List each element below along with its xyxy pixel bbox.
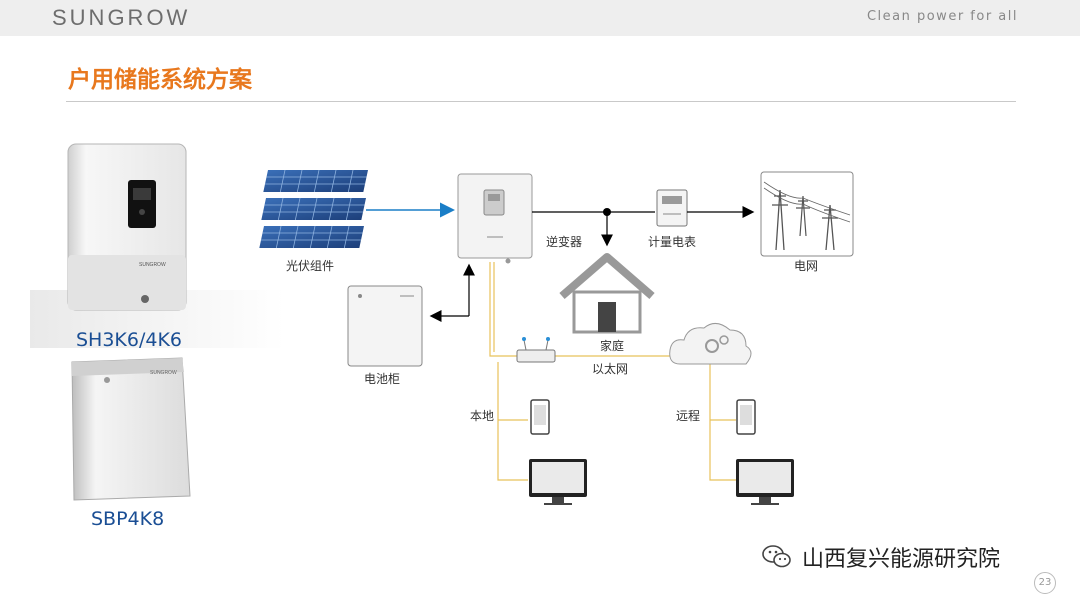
grid-icon bbox=[760, 171, 854, 257]
inverter-label: 逆变器 bbox=[546, 235, 583, 249]
inverter-product-image: SUNGROW bbox=[67, 143, 187, 311]
watermark-text: 山西复兴能源研究院 bbox=[802, 547, 1001, 572]
svg-text:SUNGROW: SUNGROW bbox=[150, 370, 177, 376]
battery-product-image: SUNGROW bbox=[71, 357, 191, 501]
home-icon bbox=[559, 253, 655, 334]
sungrow-logo: SUNGROW bbox=[52, 5, 191, 30]
svg-text:SUNGROW: SUNGROW bbox=[139, 262, 166, 268]
page-number: 23 bbox=[1034, 572, 1056, 594]
remote-phone-icon bbox=[736, 399, 756, 435]
pv-modules bbox=[259, 170, 368, 248]
battery-label: 电池柜 bbox=[364, 372, 401, 386]
remote-monitor-icon bbox=[736, 459, 794, 505]
tagline: Clean power for all bbox=[866, 9, 1018, 24]
meter-label: 计量电表 bbox=[648, 235, 697, 249]
cloud-icon bbox=[669, 323, 752, 365]
battery-product-label: SBP4K8 bbox=[91, 508, 165, 530]
ethernet-label: 以太网 bbox=[592, 362, 629, 376]
inverter-diagram-icon bbox=[457, 173, 533, 264]
network-lines bbox=[489, 262, 736, 481]
router-icon bbox=[516, 337, 556, 363]
battery-cabinet-icon bbox=[347, 285, 423, 367]
remote-label: 远程 bbox=[676, 409, 701, 423]
top-bar: SUNGROW Clean power for all bbox=[0, 0, 1080, 36]
grid-label: 电网 bbox=[794, 259, 819, 273]
local-phone-icon bbox=[530, 399, 550, 435]
wechat-icon bbox=[762, 545, 791, 568]
local-monitor-icon bbox=[529, 459, 587, 505]
title-divider bbox=[66, 101, 1016, 102]
meter-icon bbox=[656, 189, 688, 227]
home-label: 家庭 bbox=[600, 339, 625, 353]
local-label: 本地 bbox=[470, 409, 495, 423]
slide-title: 户用储能系统方案 bbox=[68, 67, 252, 93]
inverter-product-label: SH3K6/4K6 bbox=[76, 329, 183, 351]
pv-label: 光伏组件 bbox=[286, 259, 335, 273]
